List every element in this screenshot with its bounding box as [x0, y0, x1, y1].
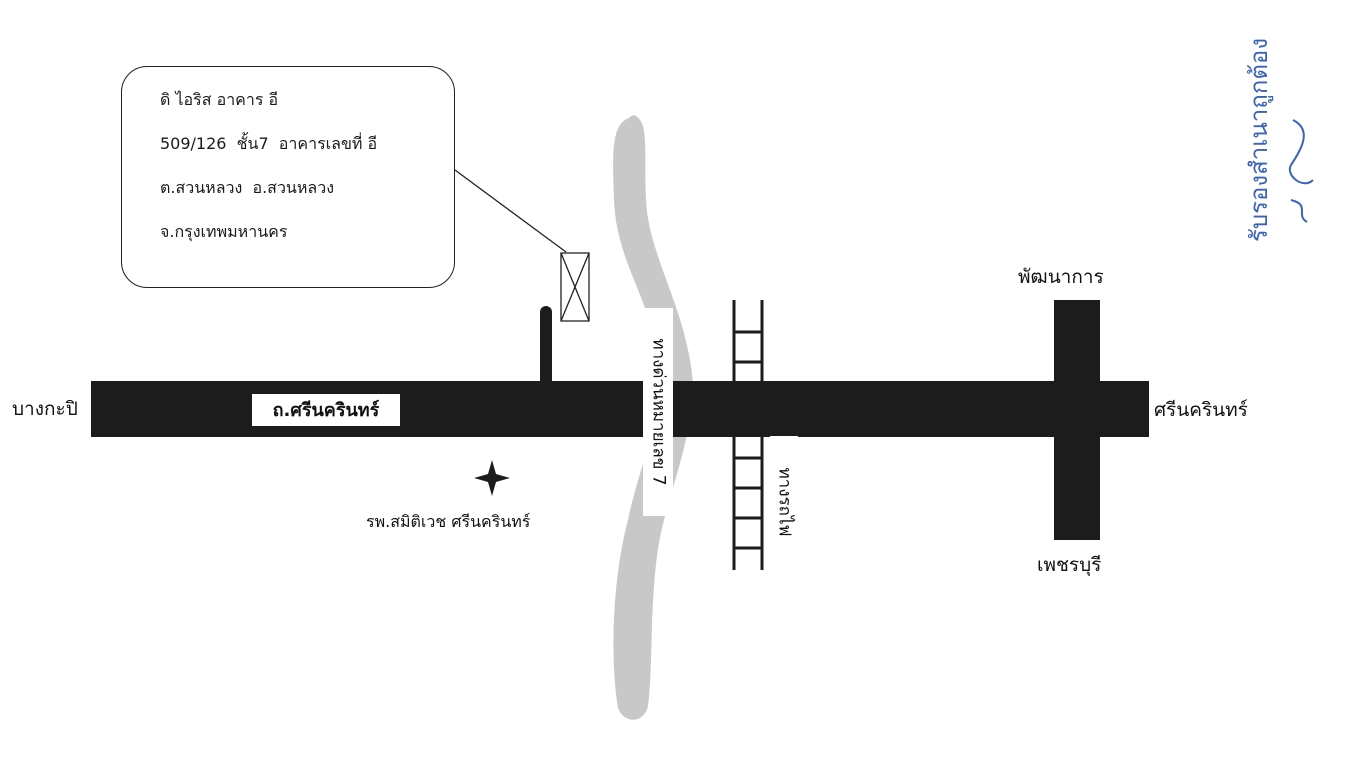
main-road-label: ถ.ศรีนครินทร์	[252, 394, 400, 426]
spur-road	[540, 306, 552, 386]
hospital-star-icon	[474, 460, 510, 496]
railway-label-box: ทางรถไฟ	[770, 436, 798, 568]
certification-stamp: รับรองสำเนาถูกต้อง	[1239, 0, 1314, 280]
south-cross-label: เพชรบุรี	[1037, 554, 1102, 576]
signature-mark	[1288, 119, 1314, 223]
west-end-label: บางกะปิ	[12, 398, 78, 420]
stamp-text: รับรองสำเนาถูกต้อง	[1245, 37, 1273, 243]
main-road	[91, 381, 1149, 437]
cross-road	[1054, 300, 1100, 540]
address-callout: ดิ ไอริส อาคาร อี 509/126 ชั้น7 อาคารเลข…	[121, 66, 455, 288]
hospital-label: รพ.สมิติเวช ศรีนครินทร์	[366, 512, 531, 531]
railway-track	[732, 300, 764, 570]
east-end-label: ศรีนครินทร์	[1154, 399, 1248, 421]
building-marker-icon	[560, 252, 590, 322]
callout-line-subdistrict: ต.สวนหลวง อ.สวนหลวง	[160, 178, 335, 197]
north-cross-label: พัฒนาการ	[1018, 266, 1104, 288]
callout-line-province: จ.กรุงเทพมหานคร	[160, 222, 288, 241]
railway-label: ทางรถไฟ	[774, 467, 795, 537]
expressway-band	[613, 115, 693, 720]
callout-leader	[454, 169, 567, 253]
expressway-label: ทางด่วนหมายเลข 7	[648, 338, 669, 486]
expressway-label-box: ทางด่วนหมายเลข 7	[643, 308, 673, 516]
callout-line-name: ดิ ไอริส อาคาร อี	[160, 90, 279, 109]
callout-line-address: 509/126 ชั้น7 อาคารเลขที่ อี	[160, 134, 378, 153]
